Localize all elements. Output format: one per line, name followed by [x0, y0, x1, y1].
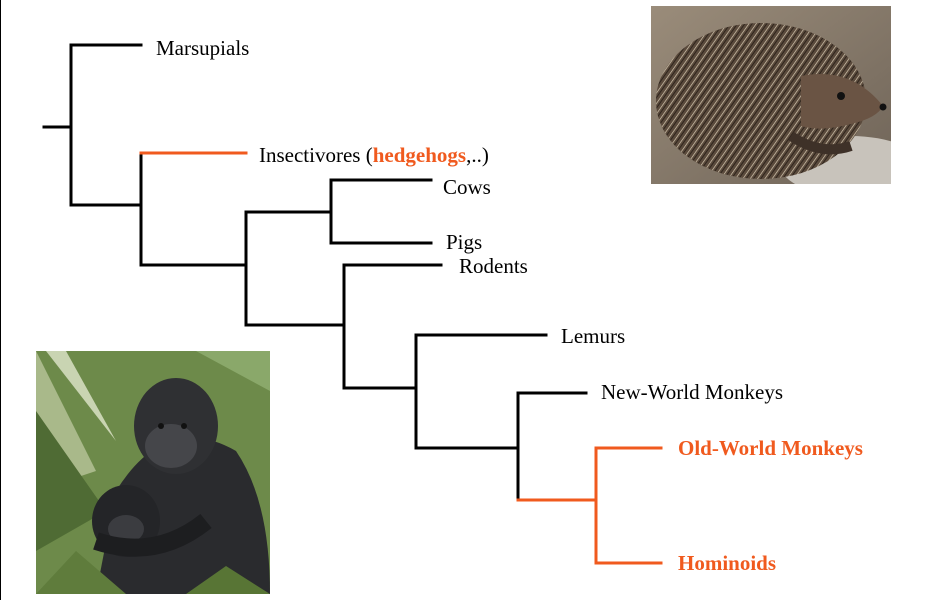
label-hedgehogs-emph: hedgehogs [373, 143, 466, 167]
label-lemurs: Lemurs [561, 326, 625, 347]
label-pigs: Pigs [446, 232, 482, 253]
label-marsupials: Marsupials [156, 38, 249, 59]
label-hominoids: Hominoids [678, 553, 776, 574]
label-new-world-monkeys: New-World Monkeys [601, 382, 783, 403]
label-insectivores-prefix: Insectivores ( [259, 143, 373, 167]
bonobo-photo [36, 351, 270, 594]
label-insectivores: Insectivores (hedgehogs,..) [259, 145, 489, 166]
label-cows: Cows [443, 177, 491, 198]
label-old-world-monkeys: Old-World Monkeys [678, 438, 863, 459]
label-insectivores-suffix: ,..) [466, 143, 489, 167]
hedgehog-photo [651, 6, 891, 184]
label-rodents: Rodents [459, 256, 528, 277]
